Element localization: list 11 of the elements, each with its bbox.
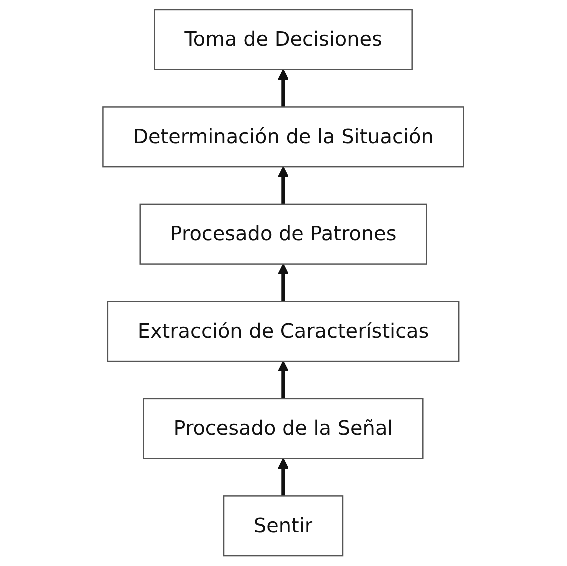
process-box: Procesado de Patrones <box>140 204 428 265</box>
process-box: Procesado de la Señal <box>143 398 424 460</box>
process-box: Toma de Decisiones <box>154 9 413 70</box>
arrow <box>278 166 289 204</box>
arrow <box>278 264 289 302</box>
process-box: Determinación de la Situación <box>102 106 464 168</box>
arrow <box>278 361 289 399</box>
arrow <box>278 458 289 496</box>
process-box: Extracción de Características <box>107 301 460 362</box>
arrow <box>278 69 289 108</box>
process-box: Sentir <box>223 496 344 557</box>
